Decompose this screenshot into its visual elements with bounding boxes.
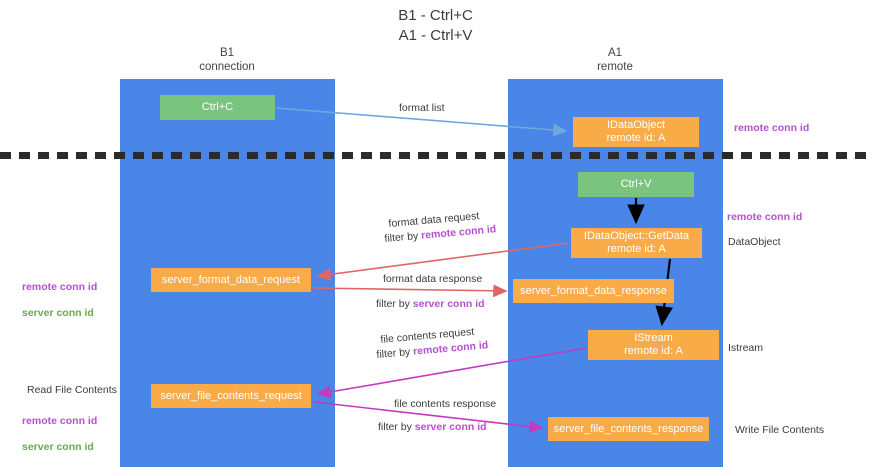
annotation-remote-conn-id-left-2: remote conn id (22, 415, 98, 427)
box-ctrl-c[interactable]: Ctrl+C (160, 95, 275, 120)
annotation-left-conn-ids-top: remote conn id server conn id (22, 268, 97, 333)
label-format-data-response-filter: filter by server conn id (376, 298, 485, 311)
box-ctrl-v[interactable]: Ctrl+V (578, 172, 694, 197)
annotation-remote-conn-id-top: remote conn id (734, 122, 810, 134)
box-istream[interactable]: IStream remote id: A (588, 330, 719, 360)
annotation-server-conn-id-left: server conn id (22, 307, 94, 319)
box-server-format-data-request[interactable]: server_format_data_request (151, 268, 311, 292)
column-header-a1: A1 remote (597, 47, 633, 73)
box-server-file-contents-request[interactable]: server_file_contents_request (151, 384, 311, 408)
filter-key-server-conn-id: server conn id (412, 298, 485, 310)
filter-prefix: filter by (378, 421, 415, 433)
annotation-write-file-contents: Write File Contents (735, 424, 825, 436)
annotation-remote-conn-id-left: remote conn id (22, 281, 98, 293)
annotation-server-conn-id-left-2: server conn id (22, 441, 94, 453)
label-format-list: format list (399, 102, 445, 114)
label-file-contents-response: file contents response (394, 398, 497, 410)
box-idataobject-getdata[interactable]: IDataObject::GetData remote id: A (571, 228, 702, 258)
filter-prefix: filter by (376, 345, 414, 361)
filter-prefix: filter by (376, 298, 413, 310)
annotation-read-file-contents: Read File Contents (27, 384, 117, 396)
filter-prefix: filter by (384, 229, 422, 245)
annotation-remote-conn-id-mid: remote conn id (727, 211, 803, 223)
diagram-title: B1 - Ctrl+C A1 - Ctrl+V (398, 7, 473, 44)
annotation-istream: Istream (728, 342, 764, 354)
filter-key-server-conn-id: server conn id (414, 421, 487, 433)
label-file-contents-response-filter: filter by server conn id (378, 421, 487, 434)
annotation-left-conn-ids-bottom: remote conn id server conn id (22, 402, 97, 467)
column-header-b1: B1 connection (199, 47, 255, 73)
box-server-file-contents-response[interactable]: server_file_contents_response (548, 417, 709, 441)
box-idataobject[interactable]: IDataObject remote id: A (573, 117, 699, 147)
annotation-dataobject: DataObject (728, 236, 781, 248)
label-format-data-response: format data response (383, 273, 483, 285)
box-server-format-data-response[interactable]: server_format_data_response (513, 279, 674, 303)
phase-separator (0, 152, 871, 159)
